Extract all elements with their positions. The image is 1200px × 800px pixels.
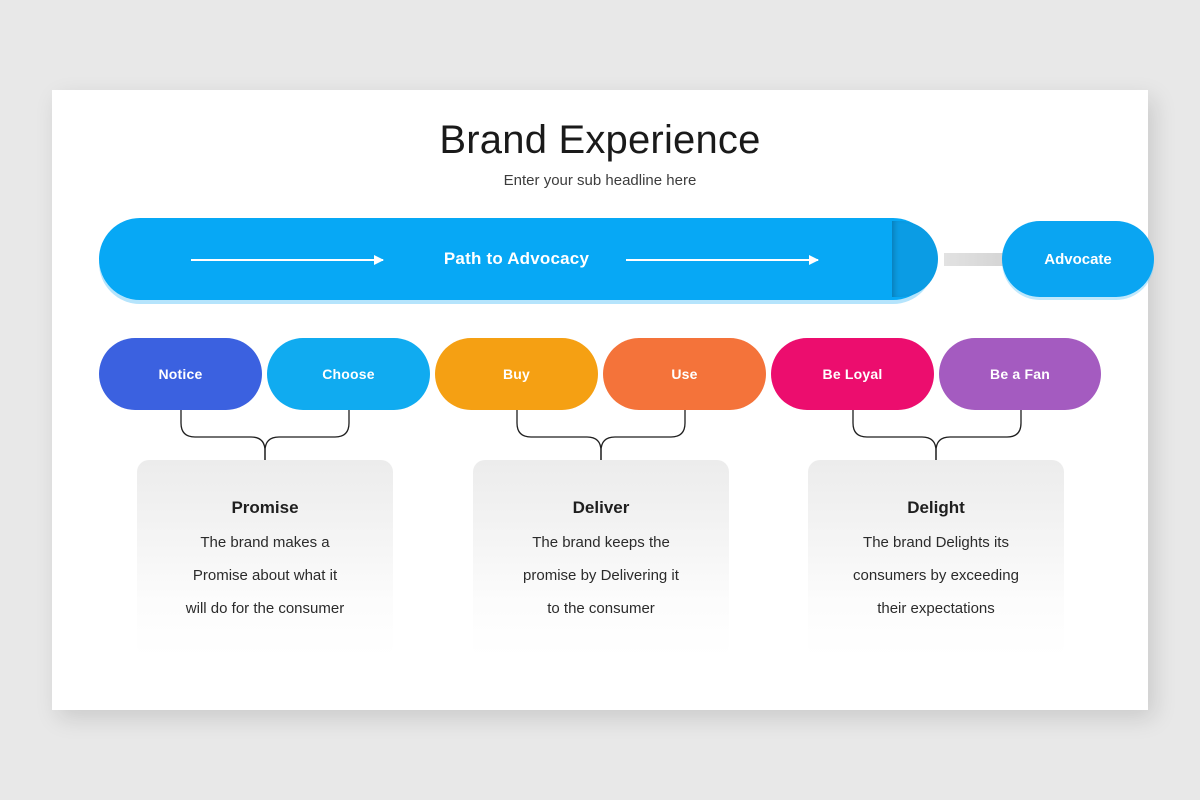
stage-pill-label: Be a Fan <box>990 366 1050 382</box>
brace-path <box>852 410 937 460</box>
card-description-line: will do for the consumer <box>185 600 345 617</box>
stage-pill-be-loyal[interactable]: Be Loyal <box>771 338 934 410</box>
stage-pill-label: Choose <box>322 366 375 382</box>
stage-pill-choose[interactable]: Choose <box>267 338 430 410</box>
card-description-line: The brand keeps the <box>532 534 670 551</box>
stage-pill-label: Be Loyal <box>822 366 883 382</box>
page-subtitle: Enter your sub headline here <box>503 172 697 189</box>
card-title: Promise <box>231 498 299 517</box>
brace-path <box>180 410 266 460</box>
card-description-line: to the consumer <box>547 600 655 617</box>
card-description-line: Promise about what it <box>192 567 338 584</box>
advocate-pill[interactable]: Advocate <box>1002 221 1154 297</box>
brace-path <box>600 410 686 460</box>
stage-pill-label: Use <box>671 366 698 382</box>
brace-path <box>264 410 350 460</box>
stage-pill-buy[interactable]: Buy <box>435 338 598 410</box>
transition-arrow-shaft <box>944 253 1012 266</box>
page-title: Brand Experience <box>439 118 761 162</box>
card-title: Delight <box>907 498 965 517</box>
slide-canvas: Brand Experience Enter your sub headline… <box>52 90 1154 710</box>
card-title: Deliver <box>572 498 630 517</box>
card-description: The brand keeps the promise by Delivering… <box>473 526 729 625</box>
card-description-line: their expectations <box>877 600 995 617</box>
card-description-line: promise by Delivering it <box>523 567 679 584</box>
stage-pill-notice[interactable]: Notice <box>99 338 262 410</box>
path-to-advocacy-banner: Path to Advocacy Advocate <box>99 218 1154 304</box>
card-description: The brand makes a Promise about what it wi… <box>137 526 393 625</box>
stage-pill-row: Notice Choose Buy Use Be Loyal Be a Fan <box>99 338 1101 410</box>
card-description: The brand Delights its consumers by excee… <box>808 526 1064 625</box>
card-description-line: consumers by exceeding <box>853 567 1019 584</box>
card-description-line: The brand Delights its <box>863 534 1009 551</box>
card-description-line: The brand makes a <box>200 534 330 551</box>
banner-label: Path to Advocacy <box>443 249 590 268</box>
stage-pill-label: Notice <box>158 366 203 382</box>
brace-path <box>935 410 1022 460</box>
banner-right-arrow-icon <box>626 255 819 265</box>
stage-pill-use[interactable]: Use <box>603 338 766 410</box>
stage-pill-label: Buy <box>502 366 531 382</box>
banner-left-arrow-icon <box>191 255 384 265</box>
stage-pill-be-a-fan[interactable]: Be a Fan <box>939 338 1101 410</box>
brace-path <box>516 410 602 460</box>
